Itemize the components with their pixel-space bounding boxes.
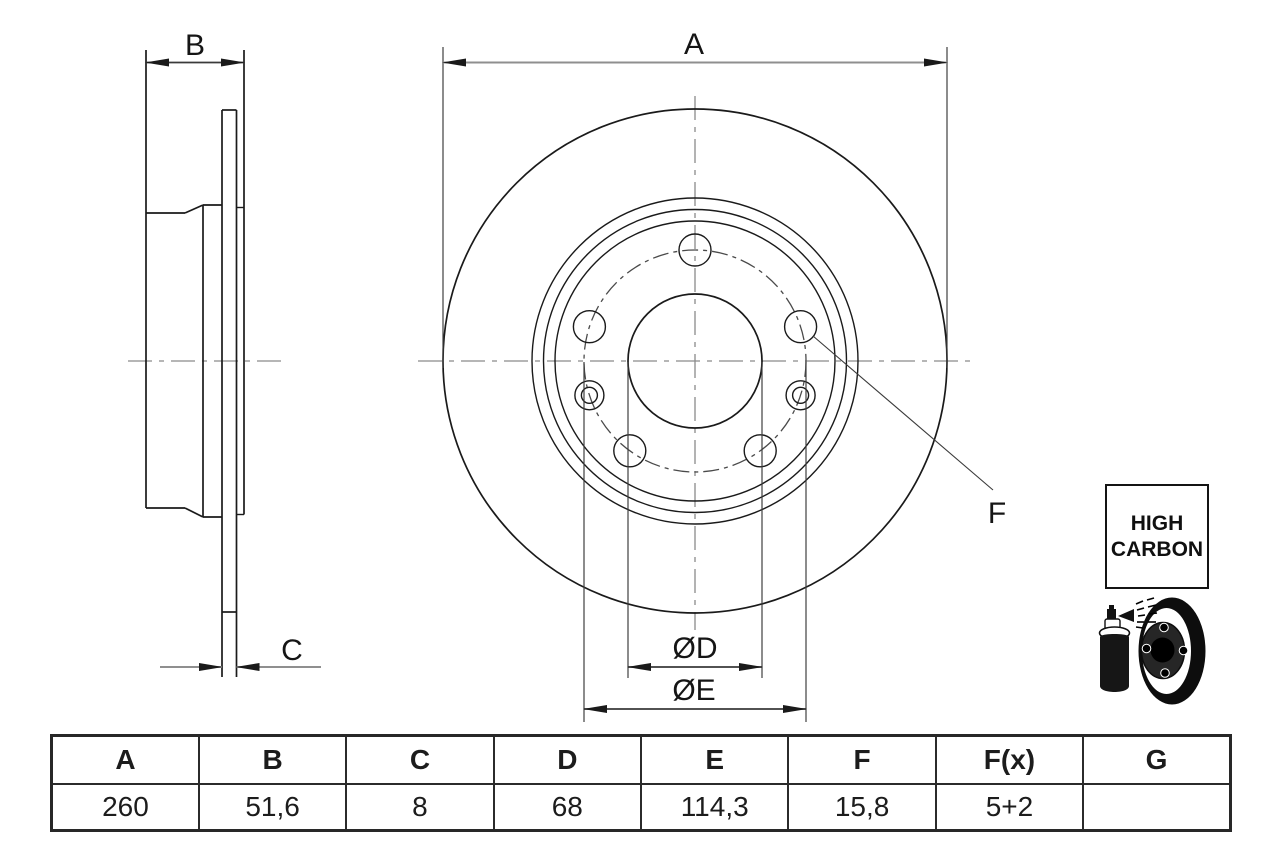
spec-value-G	[1082, 783, 1232, 832]
spec-value-row: 260 51,6 8 68 114,3 15,8 5+2	[50, 783, 1232, 832]
dimension-A: A	[442, 28, 948, 368]
spec-header-C: C	[345, 734, 495, 785]
spec-header-F: F	[787, 734, 937, 785]
spec-header-row: A B C D E F F(x) G	[50, 734, 1232, 785]
spec-value-A: 260	[50, 783, 200, 832]
dim-label-C: C	[281, 634, 303, 667]
spray-can-icon	[1098, 605, 1134, 692]
hat-ring-inner	[554, 220, 836, 502]
dim-label-D: ØD	[673, 632, 718, 665]
dim-label-F: F	[988, 497, 1006, 530]
dim-label-E: ØE	[672, 674, 715, 707]
bolt-circle	[583, 249, 807, 473]
dimension-F: F	[812, 335, 1006, 530]
bolt-holes	[572, 233, 818, 468]
dimension-D: ØD	[627, 362, 763, 678]
spec-header-G: G	[1082, 734, 1232, 785]
dimension-C: C	[160, 634, 321, 671]
spec-value-Fx: 5+2	[934, 783, 1085, 832]
badge-line-2: CARBON	[1110, 537, 1204, 561]
high-carbon-badge: HIGH CARBON	[1105, 484, 1209, 589]
spec-header-D: D	[492, 734, 643, 785]
spec-value-D: 68	[492, 783, 643, 832]
spray-mist-icon	[1135, 597, 1158, 629]
spec-header-Fx: F(x)	[934, 734, 1085, 785]
dimension-B: B	[145, 29, 245, 67]
spec-header-A: A	[50, 734, 200, 785]
spec-header-B: B	[197, 734, 348, 785]
hat-ring-middle	[542, 208, 848, 514]
coated-disc-icon	[1138, 597, 1206, 705]
dim-label-B: B	[185, 29, 205, 62]
spec-table: A B C D E F F(x) G 260 51,6 8 68 114,3 1…	[50, 734, 1232, 832]
badge-line-1: HIGH	[1130, 511, 1184, 535]
spec-value-E: 114,3	[639, 783, 790, 832]
front-view: A ØD ØE F	[418, 28, 1006, 722]
spec-value-C: 8	[345, 783, 495, 832]
dim-label-A: A	[684, 28, 704, 61]
spray-coating-icon	[1098, 597, 1206, 705]
hat-ring-outer	[531, 197, 859, 525]
dimension-E: ØE	[583, 362, 807, 722]
center-bore-circle	[627, 293, 763, 429]
locating-holes	[574, 380, 816, 411]
spec-value-B: 51,6	[197, 783, 348, 832]
spec-value-F: 15,8	[787, 783, 937, 832]
side-view: B C	[128, 29, 321, 677]
spec-header-E: E	[639, 734, 790, 785]
